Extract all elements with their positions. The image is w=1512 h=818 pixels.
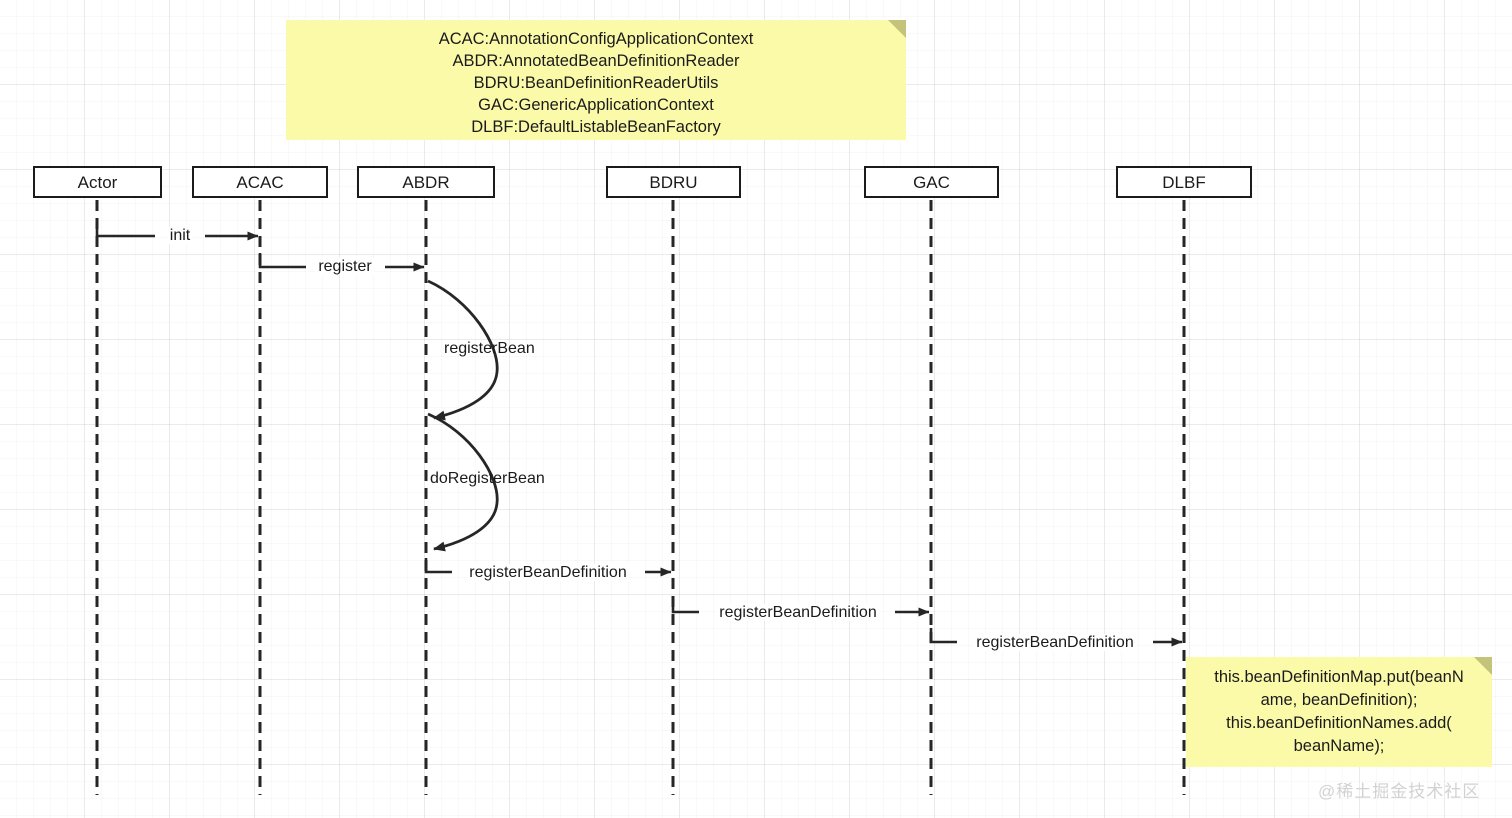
participant-label-abdr: ABDR [402,172,450,192]
message-label-registerBean: registerBean [444,341,535,357]
legend-note: ACAC:AnnotationConfigApplicationContext … [286,20,906,140]
participant-label-acac: ACAC [236,172,284,192]
watermark: @稀土掘金技术社区 [1318,782,1481,801]
legend-note-line-1: ACAC:AnnotationConfigApplicationContext [438,30,754,48]
message-label-registerBean-text: registerBean [444,340,535,357]
message-label-doRegisterBean: doRegisterBean [430,471,545,487]
message-label-registerBeanDefinition-3-text: registerBeanDefinition [973,634,1137,651]
code-note: this.beanDefinitionMap.put(beanN ame, be… [1186,657,1492,767]
note-fold-corner-icon [888,20,906,38]
message-label-doRegisterBean-text: doRegisterBean [430,470,545,487]
message-arrow-register [258,253,425,272]
message-arrow-init [95,222,259,241]
legend-note-line-3: BDRU:BeanDefinitionReaderUtils [473,74,719,92]
legend-note-line-2: ABDR:AnnotatedBeanDefinitionReader [452,52,740,70]
lifelines [95,200,1186,795]
legend-note-line-5: DLBF:DefaultListableBeanFactory [471,118,721,136]
message-label-registerBeanDefinition-1-text: registerBeanDefinition [466,564,630,581]
participant-box-dlbf[interactable]: DLBF [1116,166,1252,198]
message-label-registerBeanDefinition-3: registerBeanDefinition [973,634,1137,651]
participant-label-gac: GAC [913,172,950,192]
message-arrow-registerBeanDefinition-1 [424,558,672,577]
code-note-line-4: beanName); [1293,737,1385,755]
participant-label-dlbf: DLBF [1162,172,1206,192]
message-arrow-registerBeanDefinition-2 [671,598,930,617]
message-label-registerBeanDefinition-2: registerBeanDefinition [716,604,880,621]
participant-box-abdr[interactable]: ABDR [357,166,495,198]
message-label-init-text: init [166,227,194,244]
code-note-line-2: ame, beanDefinition); [1260,691,1418,709]
participant-box-acac[interactable]: ACAC [192,166,328,198]
message-label-registerBeanDefinition-2-text: registerBeanDefinition [716,604,880,621]
message-label-registerBeanDefinition-1: registerBeanDefinition [466,564,630,581]
participant-label-actor: Actor [77,172,118,192]
participant-label-bdru: BDRU [649,172,698,192]
message-label-init: init [166,227,194,244]
participant-box-gac[interactable]: GAC [864,166,999,198]
legend-note-line-4: GAC:GenericApplicationContext [478,96,714,114]
code-note-line-1: this.beanDefinitionMap.put(beanN [1214,668,1464,686]
message-arrow-doRegisterBean [427,412,499,552]
message-label-register-text: register [315,258,375,275]
code-note-fold-corner-icon [1474,657,1492,675]
message-label-register: register [315,258,375,275]
code-note-line-3: this.beanDefinitionNames.add( [1226,714,1452,732]
participant-box-bdru[interactable]: BDRU [606,166,741,198]
message-arrow-registerBeanDefinition-3 [929,628,1183,647]
message-arrow-registerBean [427,279,499,421]
participant-box-actor[interactable]: Actor [33,166,162,198]
